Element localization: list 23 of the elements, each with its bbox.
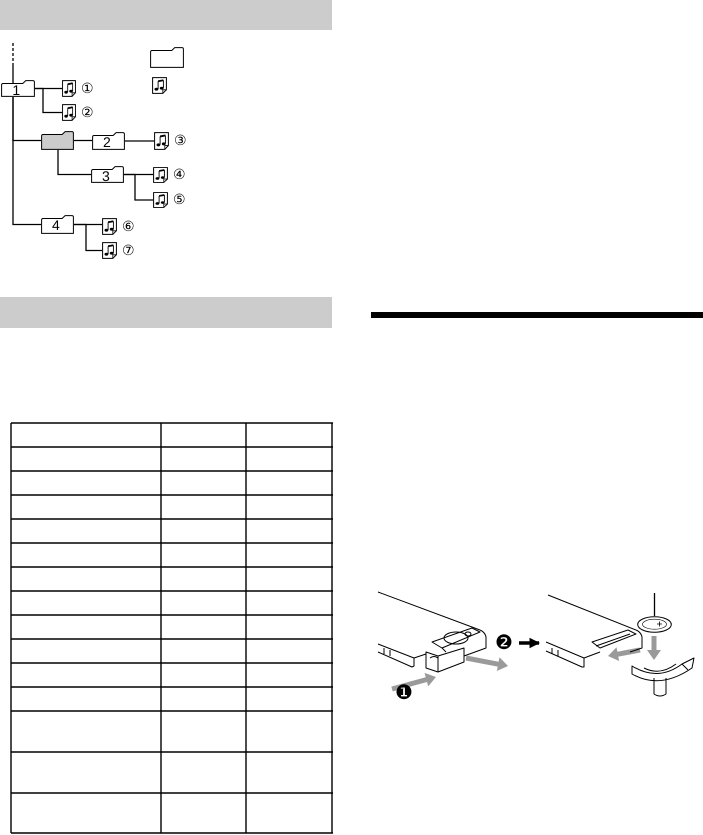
connector-line	[125, 140, 154, 142]
circled-number: ②	[81, 104, 94, 120]
step-number: ❶	[395, 682, 413, 702]
dashed-connector-line	[12, 43, 14, 84]
connector-line	[57, 150, 91, 176]
arrow	[519, 638, 540, 648]
folder-number: 4	[52, 218, 60, 232]
connector-line	[35, 88, 62, 114]
circled-number: ④	[173, 167, 186, 183]
circled-number: ①	[81, 80, 94, 96]
circled-number: ③	[174, 133, 187, 149]
circled-number: ⑤	[173, 192, 186, 208]
connector-line	[12, 97, 41, 226]
circled-number: ⑦	[122, 242, 135, 258]
connector-line	[124, 174, 153, 201]
step-number: ❷	[495, 632, 513, 652]
folder-number: 3	[102, 170, 110, 182]
connector-line	[74, 140, 92, 142]
folder-number: 2	[102, 136, 111, 148]
circled-number: ⑥	[122, 218, 135, 234]
folder-number: 1	[12, 84, 20, 96]
leader-line	[654, 593, 656, 616]
connector-line	[74, 224, 102, 252]
